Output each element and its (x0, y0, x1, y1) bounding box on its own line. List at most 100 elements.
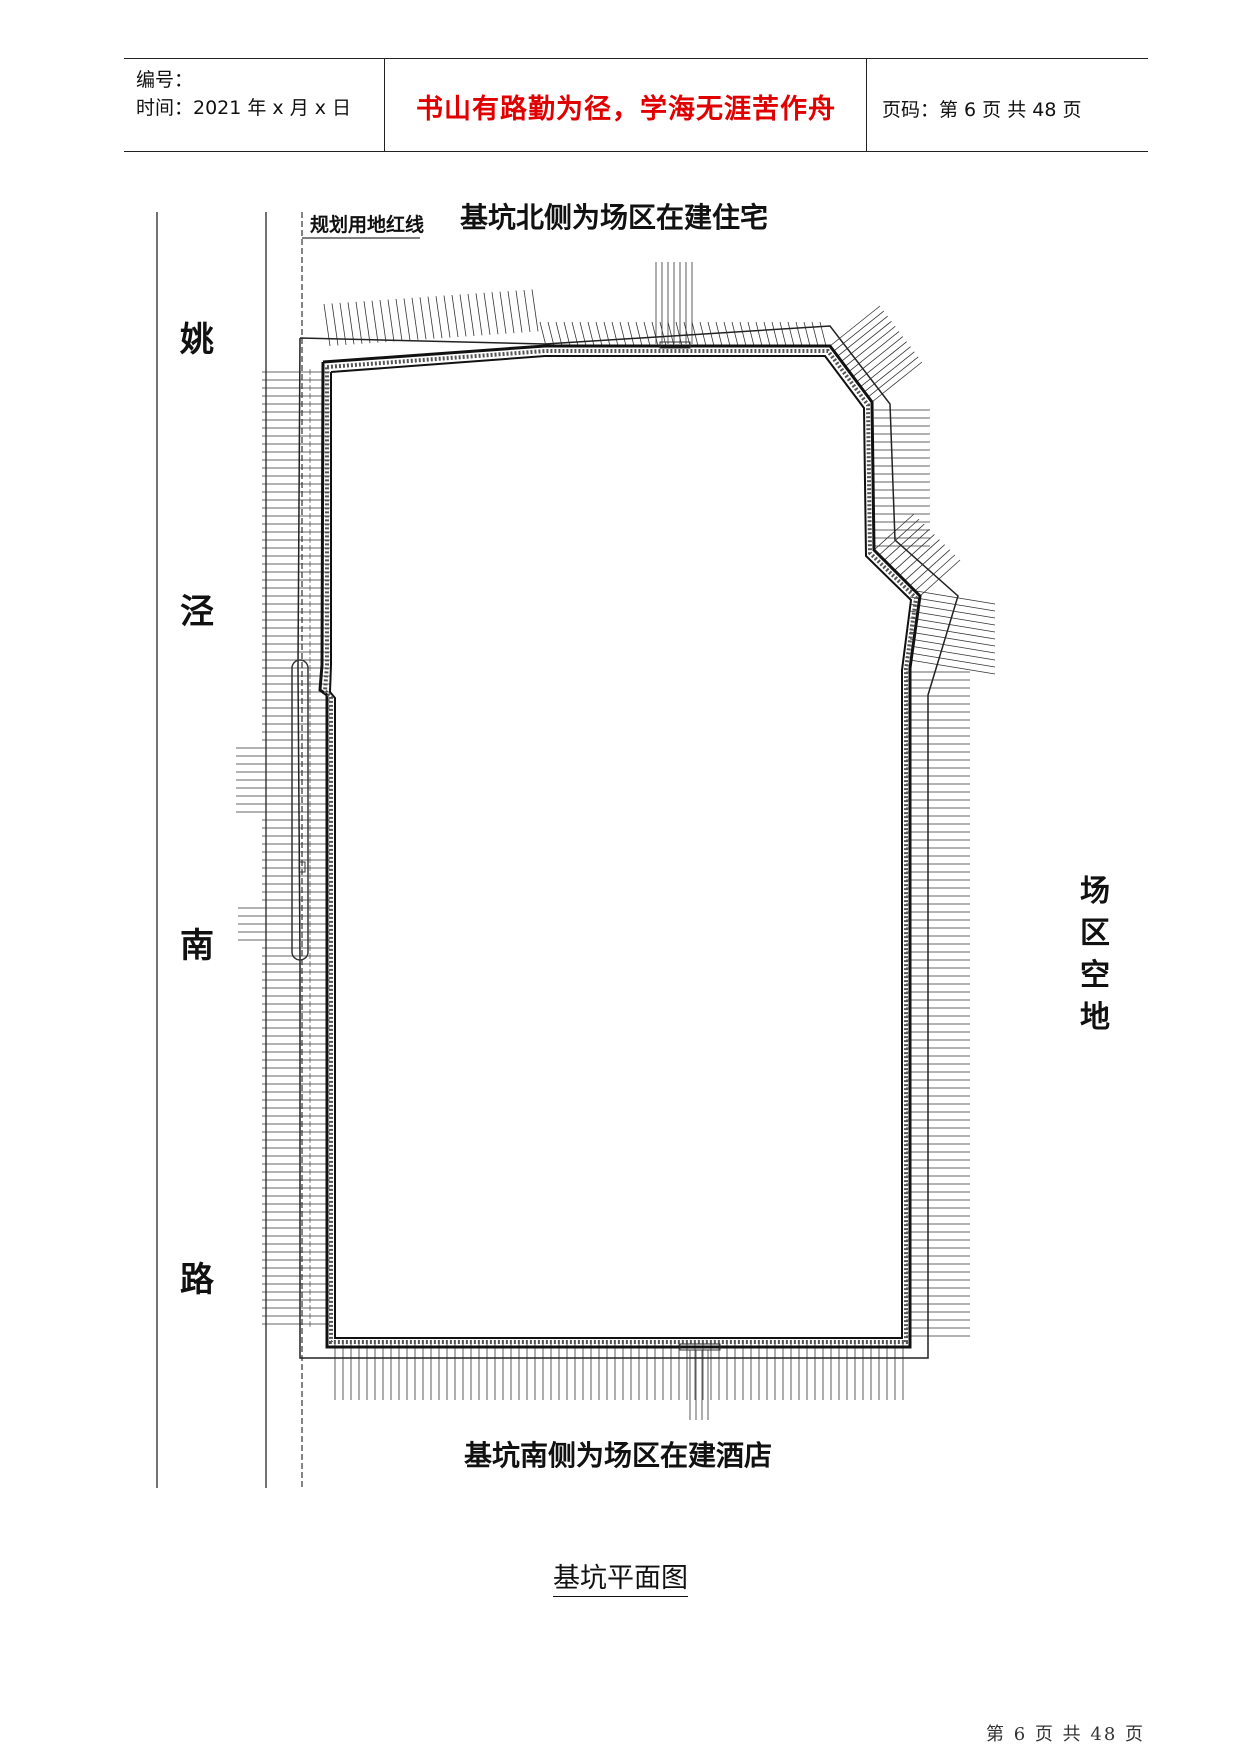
east-side-char: 空 (1080, 958, 1110, 993)
anchor-line (883, 523, 925, 561)
east-side-char: 场 (1080, 874, 1110, 909)
anchor-line (475, 293, 483, 336)
anchor-line (339, 302, 347, 345)
anchor-line (909, 631, 996, 647)
anchor-line (909, 659, 996, 675)
anchor-line (755, 321, 763, 347)
anchor-line (909, 617, 996, 633)
anchor-line (878, 518, 920, 556)
anchor-line (841, 320, 892, 362)
anchor-line (347, 302, 355, 345)
page-header: 编号： 时间：2021 年 x 月 x 日 书山有路勤为径，学海无涯苦作舟 页码… (124, 58, 1148, 152)
anchor-hatching (236, 262, 996, 1420)
anchor-line (919, 559, 961, 597)
anchor-line (411, 297, 419, 340)
anchor-line (787, 321, 795, 347)
east-side-char: 区 (1080, 916, 1110, 951)
anchor-line (515, 290, 523, 333)
anchor-line (909, 610, 996, 626)
anchor-line (795, 321, 803, 347)
anchor-line (894, 534, 935, 571)
header-page-cell: 页码：第 6 页 共 48 页 (868, 59, 1148, 151)
anchor-line (829, 305, 881, 347)
anchor-line (889, 529, 930, 566)
anchor-line (731, 321, 739, 347)
anchor-line (860, 346, 911, 388)
anchor-line (539, 321, 547, 347)
anchor-line (899, 539, 940, 576)
anchor-line (635, 321, 643, 347)
anchor-line (715, 321, 723, 347)
road-name-char: 泾 (180, 592, 214, 632)
anchor-line (848, 331, 900, 372)
anchor-line (523, 289, 531, 333)
anchor-line (837, 315, 888, 357)
anchor-line (427, 296, 435, 339)
header-motto-cell: 书山有路勤为径，学海无涯苦作舟 (386, 59, 867, 151)
anchor-line (856, 341, 907, 382)
south-center-mark (679, 1343, 721, 1351)
anchor-line (747, 321, 755, 347)
anchor-line (547, 321, 555, 347)
anchor-line (643, 321, 651, 347)
anchor-line (909, 624, 996, 640)
north-center-mark (659, 341, 691, 349)
anchor-line (451, 294, 459, 338)
anchor-line (467, 293, 475, 336)
anchor-line (323, 303, 331, 347)
road-name-char: 姚 (180, 320, 214, 360)
anchor-line (833, 310, 885, 352)
road-name-char: 路 (180, 1260, 214, 1300)
anchor-line (909, 603, 996, 619)
anchor-line (363, 301, 371, 344)
anchor-line (627, 321, 635, 347)
document-time-label: 时间：2021 年 x 月 x 日 (136, 97, 352, 119)
planning-red-line-label: 规划用地红线 (310, 214, 425, 236)
figure-caption-text: 基坑平面图 (553, 1563, 688, 1597)
anchor-line (909, 645, 996, 661)
west-notch-marker (298, 861, 306, 873)
anchor-line (603, 321, 611, 347)
anchor-line (483, 292, 491, 335)
page-footer: 第 6 页 共 48 页 (986, 1724, 1145, 1745)
anchor-line (909, 589, 996, 605)
anchor-line (595, 321, 603, 347)
anchor-line (611, 321, 619, 347)
anchor-line (387, 299, 395, 342)
anchor-line (771, 321, 779, 347)
header-info-cell: 编号： 时间：2021 年 x 月 x 日 (124, 59, 385, 151)
anchor-line (555, 321, 563, 347)
figure-caption: 基坑平面图 (0, 1556, 1241, 1597)
anchor-line (587, 321, 595, 347)
anchor-line (867, 356, 919, 398)
anchor-line (723, 321, 731, 347)
pit-wall-dotted (322, 349, 919, 1344)
pit-wall-inner (328, 355, 913, 1339)
anchor-line (355, 301, 363, 344)
anchor-line (435, 296, 443, 339)
anchor-line (909, 652, 996, 668)
anchor-line (909, 638, 996, 654)
anchor-line (852, 336, 904, 377)
anchor-line (443, 295, 451, 338)
anchor-line (619, 321, 627, 347)
anchor-line (459, 294, 467, 337)
motto-text: 书山有路勤为径，学海无涯苦作舟 (416, 94, 836, 125)
document-code-label: 编号： (136, 69, 194, 91)
anchor-line (904, 544, 945, 581)
anchor-line (499, 291, 507, 334)
anchor-line (864, 351, 915, 393)
road-name-char: 南 (180, 926, 214, 966)
anchor-line (845, 326, 896, 367)
anchor-line (371, 300, 379, 343)
anchor-line (491, 292, 499, 335)
west-notch (291, 659, 309, 961)
anchor-line (779, 321, 787, 347)
anchor-line (507, 291, 515, 334)
pit-outer-boundary (297, 325, 959, 1359)
page-number-label: 页码：第 6 页 共 48 页 (882, 99, 1082, 121)
anchor-line (871, 361, 923, 403)
anchor-line (419, 297, 427, 340)
